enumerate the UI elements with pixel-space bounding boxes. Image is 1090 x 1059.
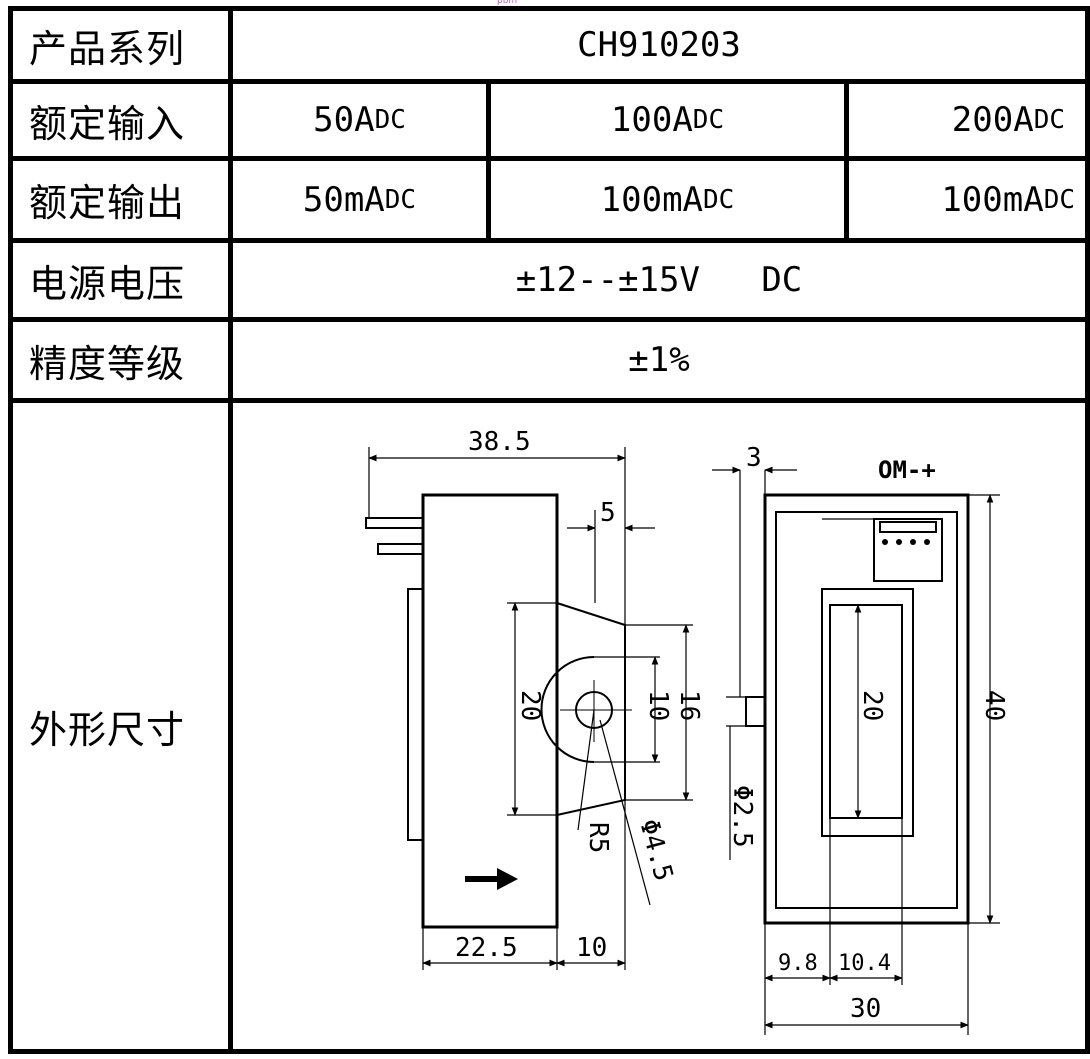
dim-tab-16: 16 bbox=[674, 690, 704, 721]
dim-window-10-4: 10.4 bbox=[838, 951, 891, 976]
dim-bottom-10: 10 bbox=[576, 933, 607, 963]
dim-tab-5: 5 bbox=[600, 498, 616, 528]
row-supply-voltage: 电源电压 ±12--±15V DC bbox=[8, 243, 1090, 317]
dim-total-30: 30 bbox=[850, 994, 881, 1024]
side-plate bbox=[407, 588, 424, 841]
dim-pin-offset-3: 3 bbox=[746, 443, 762, 473]
label-supply-voltage: 电源电压 bbox=[29, 261, 186, 306]
watermark: pbm bbox=[497, 0, 518, 6]
label-product-series: 产品系列 bbox=[29, 26, 186, 71]
label-rated-input: 额定输入 bbox=[29, 101, 186, 146]
dim-radius-r5: R5 bbox=[583, 822, 613, 853]
label-rated-output: 额定输出 bbox=[29, 181, 186, 225]
label-accuracy: 精度等级 bbox=[29, 341, 186, 386]
dim-pin-diameter-2-5: Φ2.5 bbox=[727, 785, 757, 848]
pin-stub bbox=[745, 696, 766, 727]
pin-1 bbox=[365, 517, 424, 529]
window-outer bbox=[821, 588, 914, 837]
value-product-series: CH910203 bbox=[577, 25, 741, 65]
terminal-block bbox=[873, 518, 943, 582]
dim-hole-20: 20 bbox=[515, 690, 545, 721]
dim-bottom-22-5: 22.5 bbox=[455, 933, 518, 963]
window-inner bbox=[829, 604, 903, 819]
row-dimensions: 外形尺寸 bbox=[8, 403, 1090, 1049]
mount-tab bbox=[556, 601, 626, 817]
dim-diameter-4-5: Φ4.5 bbox=[633, 816, 678, 884]
dim-height-40: 40 bbox=[979, 690, 1009, 721]
row-product-series: 产品系列 CH910203 bbox=[8, 11, 1090, 79]
pin-2 bbox=[377, 543, 424, 555]
dim-width-38-5: 38.5 bbox=[468, 427, 531, 457]
value-accuracy: ±1% bbox=[628, 340, 690, 380]
label-dimensions: 外形尺寸 bbox=[29, 707, 186, 752]
dim-inner-10: 10 bbox=[643, 690, 673, 721]
current-arrow bbox=[497, 868, 518, 890]
value-supply-voltage: ±12--±15V DC bbox=[515, 260, 803, 300]
row-accuracy: 精度等级 ±1% bbox=[8, 322, 1090, 398]
mount-arc bbox=[540, 656, 595, 763]
dim-left-9-8: 9.8 bbox=[778, 951, 818, 976]
dim-window-20: 20 bbox=[857, 690, 887, 721]
terminal-label: OM-+ bbox=[878, 456, 936, 484]
